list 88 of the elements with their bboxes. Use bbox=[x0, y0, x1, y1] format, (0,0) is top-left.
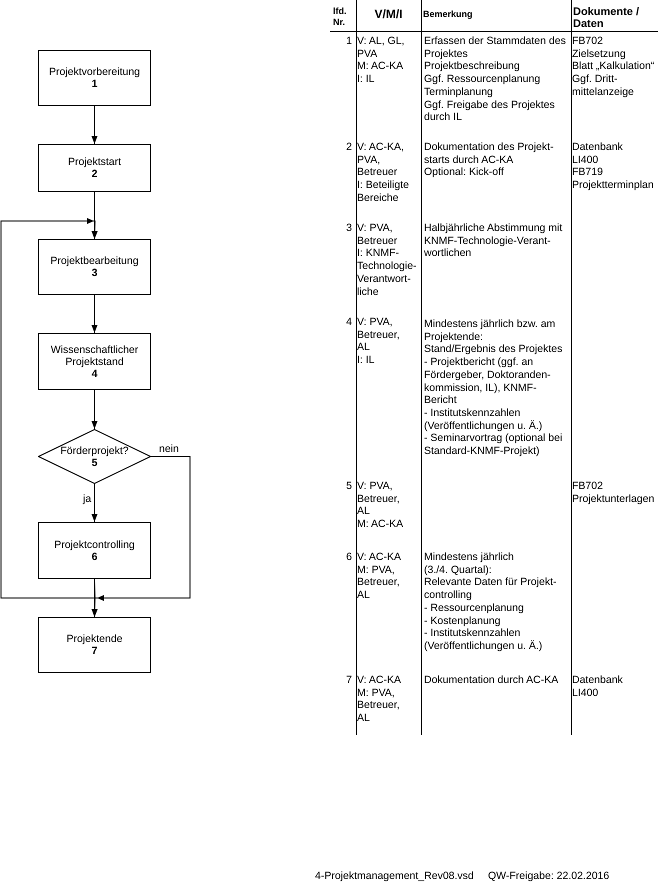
remark-text: Ggf. Ressourcenplanung bbox=[424, 73, 542, 86]
remark-text: - Seminarvortrag (optional bei Standard-KNMF-Projekt) bbox=[424, 432, 564, 458]
remark-text: Dokumentation des Projekt- starts durch AC-KA bbox=[424, 141, 555, 166]
flow-arrow bbox=[92, 294, 98, 334]
role-text: I: KNMF- Technologie- Verantwort- liche bbox=[357, 247, 418, 298]
step-label: Förderprojekt? bbox=[60, 444, 129, 456]
column-header: lfd. Nr. bbox=[333, 6, 348, 28]
footer-text: 4-Projektmanagement_Rev08.vsd bbox=[315, 870, 474, 882]
document-text: Ggf. Dritt- mittelanzeige bbox=[572, 73, 635, 99]
remark-text: - Kostenplanung bbox=[424, 614, 502, 628]
edge-label: nein bbox=[158, 443, 180, 455]
step-label: Projektende bbox=[66, 633, 123, 645]
document-text: LI400 bbox=[572, 154, 600, 166]
remark-text: Projektbeschreibung bbox=[424, 60, 521, 74]
document-text: Datenbank bbox=[572, 674, 624, 687]
document-text: FB719 bbox=[572, 166, 604, 180]
remark-text: Terminplanung bbox=[424, 86, 494, 99]
row-number: 6 bbox=[345, 551, 352, 564]
step-number: 7 bbox=[92, 645, 98, 657]
role-text: V: PVA, Betreuer, AL bbox=[357, 316, 401, 354]
step-label: Projektstart bbox=[68, 156, 122, 168]
process-box bbox=[38, 617, 151, 673]
step-number: 3 bbox=[92, 267, 98, 279]
column-header: Dokumente / Daten bbox=[573, 6, 640, 30]
remark-text: Mindestens jährlich bzw. am Projektende: bbox=[424, 318, 556, 344]
process-box bbox=[38, 522, 151, 579]
remark-text: Ggf. Freigabe des Projektes durch IL bbox=[424, 98, 556, 124]
edge-label: ja bbox=[82, 493, 92, 505]
step-number: 4 bbox=[92, 368, 98, 380]
document-text: Projektunterlagen bbox=[572, 492, 656, 506]
row-number: 4 bbox=[345, 316, 352, 329]
step-label: Projektbearbeitung bbox=[50, 255, 139, 267]
process-box bbox=[38, 50, 151, 106]
remark-text: - Projektbericht (ggf. an Fördergeber, Doktoranden- kommission, IL), KNMF- Bericht bbox=[424, 356, 552, 407]
step-number: 2 bbox=[92, 168, 98, 180]
step-label: Wissenschaftlicher Projektstand bbox=[50, 344, 140, 368]
role-text: I: IL bbox=[357, 73, 376, 86]
remark-text: Halbjährliche Abstimmung mit KNMF-Technologie-Verant- wortlichen bbox=[424, 222, 564, 260]
process-box bbox=[38, 144, 151, 192]
role-text: M: AC-KA bbox=[357, 60, 404, 74]
role-text: I: IL bbox=[357, 354, 376, 367]
document-text: FB702 bbox=[572, 480, 604, 493]
column-header: V/M/I bbox=[373, 7, 404, 21]
row-number: 3 bbox=[345, 222, 352, 235]
document-text: LI400 bbox=[572, 686, 600, 700]
step-label: Projektvorbereitung bbox=[48, 66, 140, 78]
remark-text: - Institutskennzahlen (Veröffentlichungen u. Ä.) bbox=[424, 627, 544, 653]
role-text: V: AL, GL, PVA bbox=[357, 35, 406, 60]
row-number: 5 bbox=[345, 480, 352, 493]
role-text: V: AC-KA, PVA, Betreuer bbox=[357, 141, 405, 180]
remark-text: - Ressourcenplanung bbox=[424, 602, 525, 615]
row-number: 1 bbox=[345, 35, 352, 48]
step-number: 5 bbox=[92, 456, 98, 468]
flow-arrow bbox=[92, 484, 98, 522]
role-text: M: PVA, Betreuer, AL bbox=[357, 686, 401, 725]
document-text: FB702 bbox=[572, 35, 604, 48]
step-label: Projektcontrolling bbox=[54, 538, 135, 550]
role-text: I: Beteiligte Bereiche bbox=[357, 179, 410, 205]
role-text: V: PVA, Betreuer bbox=[357, 222, 398, 248]
remark-text: Optional: Kick-off bbox=[424, 166, 505, 180]
footer-text: QW-Freigabe: 22.02.2016 bbox=[488, 870, 610, 882]
remark-text: (3./4. Quartal): bbox=[424, 564, 493, 576]
process-box bbox=[38, 239, 151, 295]
remark-text: Erfassen der Stammdaten des Projektes bbox=[424, 35, 567, 60]
document-text: Projektterminplan bbox=[572, 179, 655, 192]
step-number: 6 bbox=[92, 550, 98, 562]
role-text: M: AC-KA bbox=[357, 518, 404, 531]
row-number: 7 bbox=[345, 674, 352, 687]
role-text: V: AC-KA bbox=[357, 674, 402, 687]
decision-diamond bbox=[38, 429, 151, 484]
remark-text: Mindestens jährlich bbox=[424, 551, 515, 564]
flow-arrow bbox=[92, 390, 98, 430]
remark-text: - Institutskennzahlen (Veröffentlichungen u. Ä.) bbox=[424, 406, 544, 432]
role-text: V: AC-KA bbox=[357, 551, 402, 564]
role-text: V: PVA, Betreuer, AL bbox=[357, 480, 401, 518]
flow-arrow bbox=[92, 106, 98, 144]
document-text: Datenbank bbox=[572, 141, 624, 154]
process-box bbox=[38, 333, 151, 390]
step-number: 1 bbox=[92, 78, 98, 90]
column-header: Bemerkung bbox=[423, 8, 474, 20]
document-text: Blatt „Kalkulation“ bbox=[572, 60, 656, 74]
remark-text: Relevante Daten für Projekt- controlling bbox=[424, 576, 558, 602]
row-number: 2 bbox=[345, 141, 352, 154]
remark-text: Dokumentation durch AC-KA bbox=[424, 674, 560, 687]
role-text: M: PVA, Betreuer, AL bbox=[357, 564, 401, 602]
flow-arrow bbox=[0, 218, 98, 598]
remark-text: Stand/Ergebnis des Projektes bbox=[424, 343, 564, 356]
document-text: Zielsetzung bbox=[572, 48, 627, 60]
